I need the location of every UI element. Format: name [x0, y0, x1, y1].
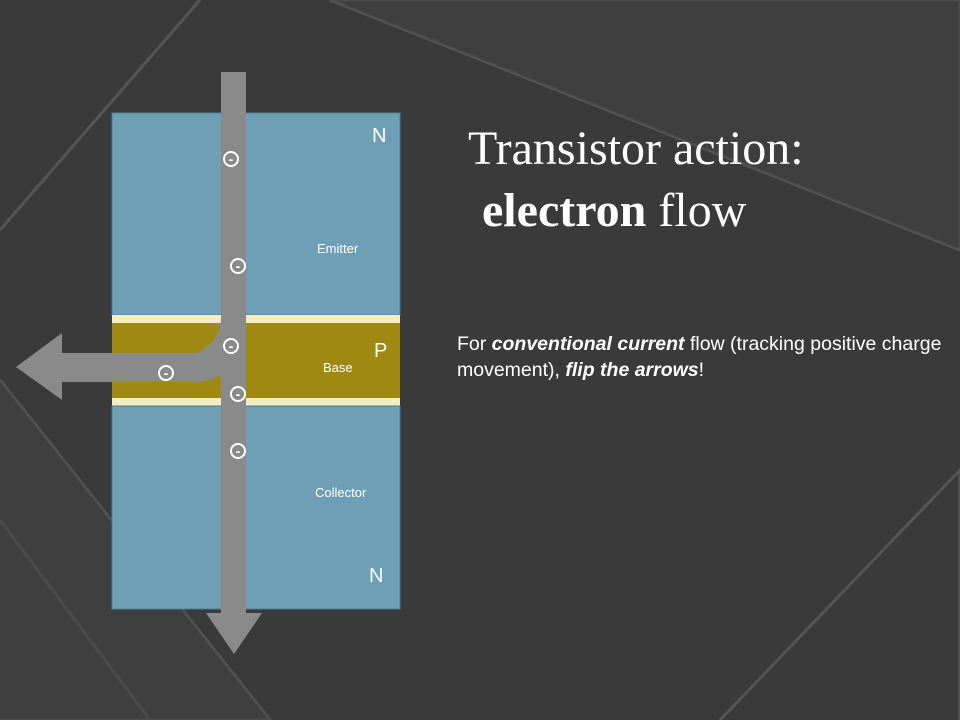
- base-name-label: Base: [323, 360, 353, 375]
- title-line-2: electron flow: [468, 180, 948, 242]
- junction-strip-bottom: [112, 398, 400, 406]
- electron-flow-arrow: [16, 72, 262, 654]
- note-emphasis-2: flip the arrows: [565, 359, 699, 381]
- collector-region: [111, 405, 401, 610]
- collector-type-label: N: [369, 565, 383, 587]
- emitter-name-label: Emitter: [317, 241, 359, 256]
- electron-circle: [223, 151, 239, 167]
- title-rest: flow: [646, 184, 747, 237]
- electron-minus: -: [236, 443, 241, 459]
- note-part-1: For: [457, 333, 492, 355]
- electron: -: [223, 151, 239, 167]
- electron: -: [158, 365, 174, 381]
- emitter-type-label: N: [372, 125, 386, 147]
- title-line-1: Transistor action:: [468, 122, 804, 175]
- emitter-region: [111, 112, 401, 316]
- note-part-3: !: [698, 359, 705, 381]
- junction-strip-top: [112, 315, 400, 323]
- base-type-label: P: [374, 340, 387, 362]
- bg-shape: [718, 467, 960, 720]
- electrons: - - - - - -: [158, 151, 246, 459]
- conventional-current-note: For conventional current flow (tracking …: [457, 331, 947, 383]
- electron-minus: -: [236, 386, 241, 402]
- title-bold-word: electron: [482, 184, 647, 237]
- electron-circle: [158, 365, 174, 381]
- electron-minus: -: [229, 338, 234, 354]
- electron: -: [230, 386, 246, 402]
- electron: -: [223, 338, 239, 354]
- note-emphasis-1: conventional current: [491, 333, 685, 355]
- note-part-2: flow (tracking positive charge movement)…: [457, 333, 942, 381]
- electron-minus: -: [236, 258, 241, 274]
- electron: -: [230, 443, 246, 459]
- base-branch-arrow: [16, 300, 246, 400]
- electron-circle: [230, 386, 246, 402]
- collector-name-label: Collector: [315, 485, 367, 500]
- bg-shape: [0, 0, 202, 231]
- electron-minus: -: [164, 365, 169, 381]
- electron-circle: [230, 258, 246, 274]
- electron-circle: [223, 338, 239, 354]
- bg-shape-fill: [330, 0, 960, 250]
- electron-circle: [230, 443, 246, 459]
- slide-title: Transistor action: electron flow: [468, 118, 948, 242]
- electron-minus: -: [229, 151, 234, 167]
- electron: -: [230, 258, 246, 274]
